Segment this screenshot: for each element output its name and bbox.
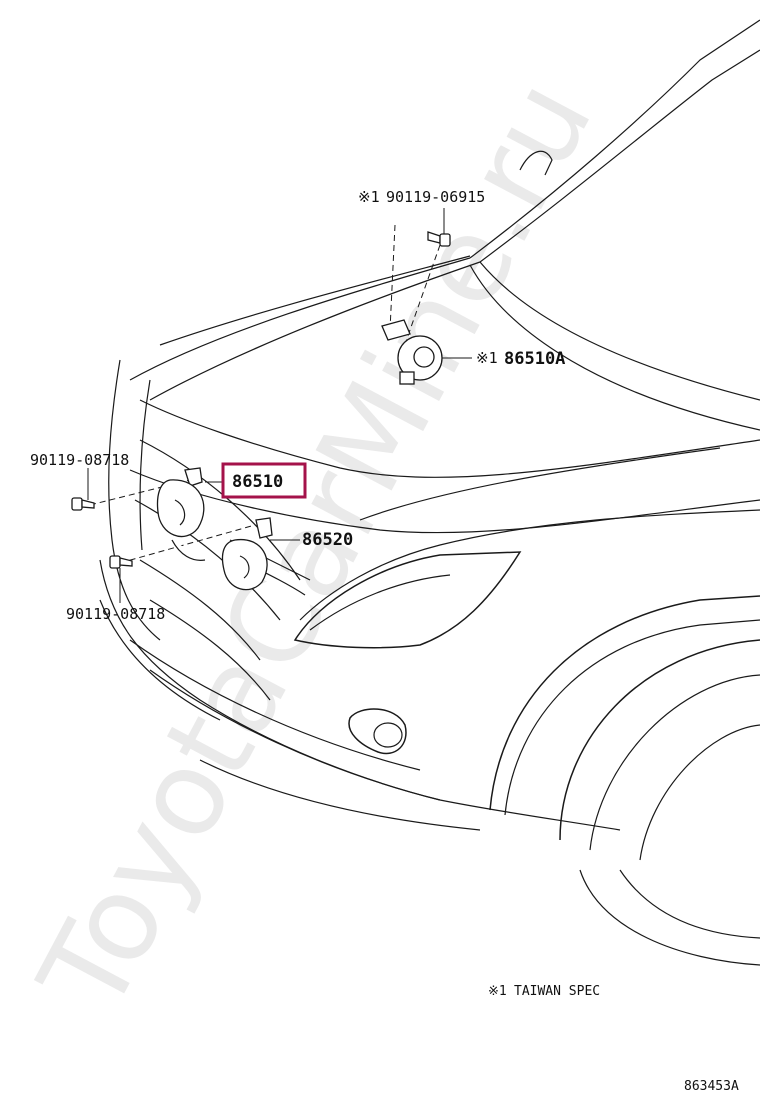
label-bolt-upper-number: 90119-06915 bbox=[386, 188, 485, 206]
highlight-box bbox=[221, 462, 307, 499]
bolt-upper-icon bbox=[427, 231, 451, 247]
label-bolt-upper-mark: ※1 bbox=[358, 188, 380, 206]
label-horn-taiwan-number: 86510A bbox=[504, 349, 565, 369]
bolt-left-lower-icon bbox=[109, 555, 133, 569]
bolt-left-upper-icon bbox=[71, 497, 95, 511]
figure-id: 863453A bbox=[684, 1079, 739, 1094]
footnote: ※1 TAIWAN SPEC bbox=[488, 984, 600, 999]
label-bolt-left-upper: 90119-08718 bbox=[30, 451, 129, 469]
horn-86510-icon bbox=[156, 467, 206, 561]
footnote-mark: ※1 bbox=[488, 984, 507, 999]
horn-86520-icon bbox=[221, 517, 273, 591]
label-horn-high-number: 86510 bbox=[232, 472, 283, 492]
label-bolt-upper: ※1 90119-06915 bbox=[358, 188, 485, 206]
horn-86510a-icon bbox=[381, 319, 443, 385]
label-horn-taiwan-mark: ※1 bbox=[476, 349, 498, 367]
label-horn-low: 86520 bbox=[302, 530, 353, 550]
label-bolt-left-lower: 90119-08718 bbox=[66, 605, 165, 623]
label-horn-taiwan: ※1 86510A bbox=[476, 349, 565, 369]
car-outline bbox=[99, 19, 760, 966]
label-horn-high[interactable]: 86510 bbox=[221, 462, 307, 499]
footnote-text: TAIWAN SPEC bbox=[514, 984, 600, 999]
